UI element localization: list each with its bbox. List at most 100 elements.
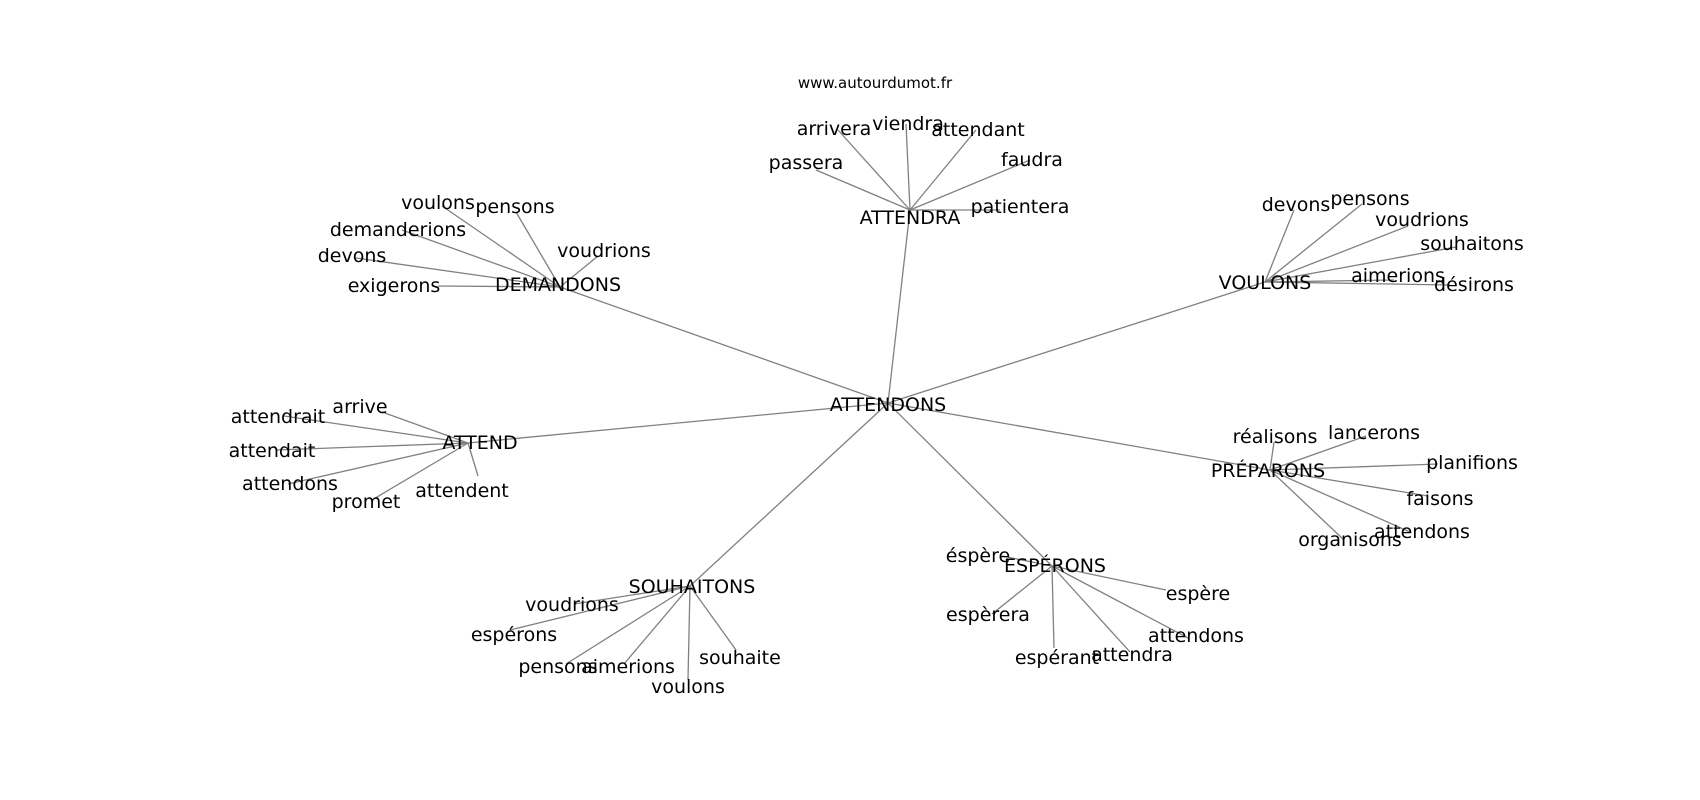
leaf-word: désirons — [1434, 274, 1514, 296]
edge-hub-to-leaf — [687, 585, 691, 681]
leaf-word: pensons — [475, 196, 554, 218]
edge-hub-to-leaf — [1269, 469, 1429, 497]
edge-hub-to-leaf — [1269, 469, 1345, 541]
edge-hub-to-leaf — [1264, 225, 1409, 283]
leaf-word: aimerions — [581, 656, 675, 678]
edge-layer — [275, 123, 1457, 681]
leaf-word: attendons — [242, 473, 338, 495]
leaf-word: voulons — [651, 676, 725, 698]
leaf-word: attendent — [415, 480, 509, 502]
edge-hub-to-leaf — [515, 211, 561, 288]
edge-hub-to-leaf — [689, 585, 737, 651]
site-label: www.autourdumot.fr — [798, 74, 953, 92]
edge-center-to-hub — [887, 281, 1266, 404]
edge-hub-to-leaf — [1264, 281, 1451, 286]
edge-hub-to-leaf — [1264, 246, 1457, 283]
edge-hub-to-leaf — [991, 565, 1053, 615]
leaf-word: viendra — [872, 113, 944, 135]
leaf-word: lancerons — [1328, 422, 1420, 444]
leaf-word: espère — [1166, 583, 1230, 605]
leaf-word: patientera — [971, 196, 1070, 218]
leaf-word: voudrions — [557, 240, 651, 262]
edge-center-to-hub — [559, 286, 889, 404]
edge-hub-to-leaf — [441, 205, 561, 288]
leaf-word: attendrait — [231, 406, 326, 428]
label-layer: www.autourdumot.fr ATTENDONS ATTENDRA pass… — [229, 74, 1524, 698]
leaf-word: faisons — [1406, 488, 1473, 510]
leaf-word: espèrera — [946, 604, 1030, 626]
edge-center-to-hub — [689, 402, 889, 587]
edge-hub-to-leaf — [1051, 565, 1189, 639]
leaf-word: souhaite — [699, 647, 781, 669]
hub-word: DEMANDONS — [495, 274, 621, 296]
edge-hub-to-leaf — [905, 123, 911, 211]
hub-word: ESPÉRONS — [1004, 554, 1106, 577]
edge-hub-to-leaf — [437, 285, 561, 288]
edge-center-to-hub — [887, 402, 1053, 567]
leaf-word: espérons — [471, 624, 557, 646]
edge-hub-to-leaf — [275, 442, 469, 451]
edge-hub-to-leaf — [909, 129, 977, 211]
leaf-word: arrivera — [797, 118, 872, 140]
leaf-word: attendra — [1091, 644, 1173, 666]
hub-word: ATTEND — [442, 432, 517, 454]
edge-hub-to-leaf — [467, 442, 479, 477]
edge-hub-to-leaf — [1264, 279, 1395, 283]
leaf-word: faudra — [1001, 149, 1063, 171]
hub-word: ATTENDRA — [860, 207, 961, 229]
leaf-word: exigerons — [348, 275, 441, 297]
leaf-word: aimerions — [1351, 265, 1445, 287]
leaf-word: organisons — [1298, 529, 1402, 551]
leaf-word: voudrions — [525, 594, 619, 616]
edge-hub-to-leaf — [815, 169, 911, 211]
hub-word: VOULONS — [1219, 272, 1312, 294]
edge-hub-to-leaf — [1051, 565, 1055, 649]
leaf-word: devons — [1262, 194, 1331, 216]
edge-center-to-hub — [887, 209, 911, 404]
leaf-word: espérant — [1015, 647, 1099, 669]
edge-hub-to-leaf — [287, 442, 469, 485]
edge-hub-to-leaf — [1264, 209, 1295, 283]
edge-center-to-hub — [467, 402, 889, 444]
edge-hub-to-leaf — [565, 585, 691, 665]
leaf-word: souhaitons — [1420, 233, 1524, 255]
edge-hub-to-leaf — [1269, 441, 1275, 471]
edge-hub-to-leaf — [401, 229, 561, 288]
leaf-word: pensons — [518, 656, 597, 678]
hub-word: PRÉPARONS — [1211, 459, 1325, 482]
edge-hub-to-leaf — [509, 585, 691, 631]
edge-hub-to-leaf — [1051, 565, 1131, 653]
leaf-word: réalisons — [1233, 426, 1318, 448]
edge-hub-to-leaf — [623, 585, 691, 665]
edge-hub-to-leaf — [559, 255, 599, 288]
edge-hub-to-leaf — [1264, 203, 1363, 283]
edge-hub-to-leaf — [1269, 469, 1411, 533]
edge-hub-to-leaf — [381, 411, 469, 444]
edge-hub-to-leaf — [355, 257, 561, 288]
leaf-word: planifions — [1426, 452, 1518, 474]
leaf-word: attendons — [1148, 625, 1244, 647]
leaf-word: arrive — [332, 396, 387, 418]
leaf-word: attendait — [229, 440, 316, 462]
leaf-word: attendant — [931, 119, 1024, 141]
edge-hub-to-leaf — [1269, 463, 1439, 471]
edge-hub-to-leaf — [371, 442, 469, 501]
edge-hub-to-leaf — [1051, 565, 1167, 591]
edge-hub-to-leaf — [837, 129, 911, 211]
leaf-word: demanderions — [330, 219, 466, 241]
edge-hub-to-leaf — [1001, 555, 1053, 567]
leaf-word: voudrions — [1375, 209, 1469, 231]
edge-hub-to-leaf — [573, 585, 691, 605]
hub-word: SOUHAITONS — [629, 576, 756, 598]
leaf-word: éspère — [946, 545, 1010, 567]
leaf-word: attendons — [1374, 521, 1470, 543]
leaf-word: passera — [769, 152, 844, 174]
edge-hub-to-leaf — [283, 415, 469, 444]
edge-hub-to-leaf — [1269, 435, 1367, 471]
leaf-word: pensons — [1330, 188, 1409, 210]
leaf-word: devons — [318, 245, 387, 267]
center-word: ATTENDONS — [830, 394, 946, 416]
edge-hub-to-leaf — [909, 159, 1031, 211]
leaf-word: voulons — [401, 192, 475, 214]
edge-center-to-hub — [887, 402, 1271, 471]
